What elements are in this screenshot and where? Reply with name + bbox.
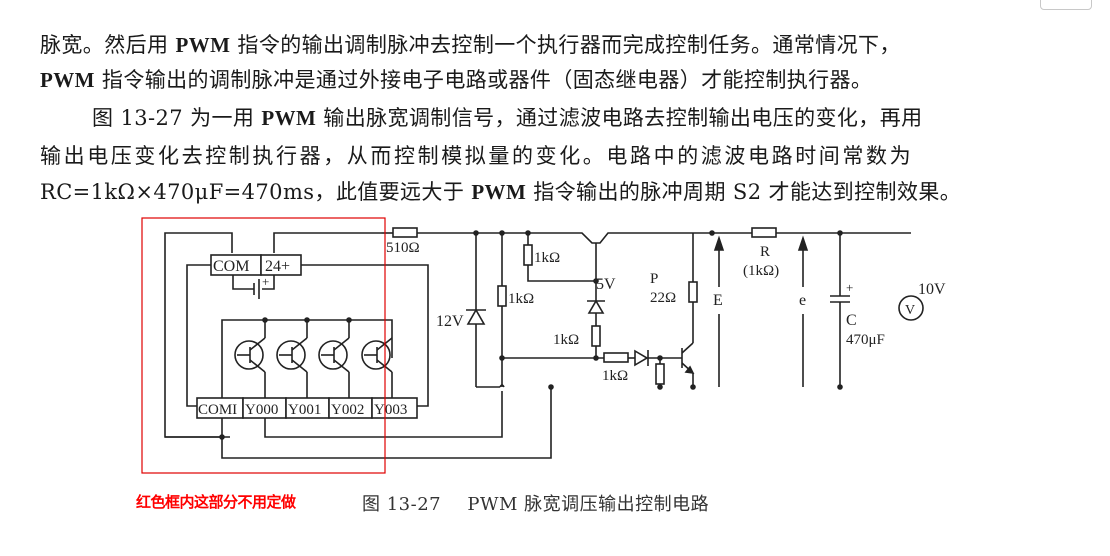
highlight-frame	[141, 217, 386, 474]
resistor-icon	[655, 363, 665, 385]
terminal-24plus-label: 24+	[265, 258, 290, 275]
diode-icon	[634, 349, 649, 367]
plc-section: COM 24+ + COMI Y000	[164, 232, 552, 459]
zener-5v-icon	[587, 299, 605, 314]
voltmeter-value: 10V	[918, 281, 946, 298]
zener-12v-label: 12V	[436, 313, 464, 330]
battery-icon: +	[232, 274, 275, 299]
wire	[273, 232, 381, 253]
paragraph-line-5: RC=1kΩ×470μF=470ms，此值要远大于 PWM 指令输出的脉冲周期 …	[40, 180, 962, 204]
terminal-y001-label: Y001	[288, 402, 321, 418]
transistor-icon	[361, 337, 393, 398]
wire	[165, 387, 552, 459]
resistor-510-icon	[392, 227, 418, 238]
e-label: E	[713, 292, 723, 309]
transistor-icon	[234, 317, 268, 398]
terminal-com-label: COM	[213, 258, 249, 275]
r-base-label: 1kΩ	[602, 368, 628, 384]
cap-label: C	[846, 312, 857, 329]
paragraph-line-3: 图 13-27 为一用 PWM 输出脉宽调制信号，通过滤波电路去控制输出电压的变…	[92, 106, 923, 130]
zener-5v-label: 5V	[596, 276, 616, 293]
voltage-e-small-arrow-icon	[797, 235, 809, 387]
svg-text:+: +	[262, 274, 269, 289]
resistor-icon	[591, 325, 601, 347]
paragraph-line-1: 脉宽。然后用 PWM 指令的输出调制脉冲去控制一个执行器而完成控制任务。通常情况…	[40, 33, 901, 57]
resistor-p-icon	[688, 281, 698, 303]
voltmeter-icon	[898, 295, 924, 321]
paragraph-line-2: PWM 指令输出的调制脉冲是通过外接电子电路或器件（固态继电器）才能控制执行器。	[40, 68, 873, 92]
r-filter-value: (1kΩ)	[743, 263, 779, 279]
r-divider-label: 1kΩ	[508, 291, 534, 307]
figure-caption: 图 13-27 PWM 脉宽调压输出控制电路	[362, 490, 709, 516]
resistor-icon	[523, 244, 533, 266]
resistor-icon	[497, 285, 507, 307]
figure-title: PWM 脉宽调压输出控制电路	[467, 494, 710, 515]
red-frame-note: 红色框内这部分不用定做	[136, 493, 296, 511]
window-corner-frame	[1040, 0, 1092, 10]
terminal-y002-label: Y002	[331, 402, 364, 418]
e-small-label: e	[799, 292, 806, 309]
wire	[186, 264, 211, 407]
terminal-y003-label: Y003	[374, 402, 407, 418]
cap-polarity: +	[846, 280, 853, 295]
p-label: P	[650, 271, 658, 287]
npn-transistor-icon	[681, 342, 695, 375]
transistor-icon	[276, 317, 310, 398]
r-5v-lower-label: 1kΩ	[553, 332, 579, 348]
p-value-label: 22Ω	[650, 290, 676, 306]
voltmeter-symbol: V	[905, 303, 915, 318]
voltage-e-arrow-icon	[713, 235, 725, 387]
r-filter-label: R	[760, 244, 770, 260]
r510-label: 510Ω	[386, 240, 420, 256]
plc-output-terminals: COMI Y000 Y001 Y002 Y003	[196, 397, 418, 419]
terminal-comi-label: COMI	[198, 402, 237, 418]
transistor-icon	[318, 317, 352, 398]
r-top-label: 1kΩ	[534, 250, 560, 266]
wire	[301, 264, 429, 407]
cap-value: 470μF	[846, 332, 885, 348]
resistor-r-icon	[751, 227, 777, 238]
paragraph-line-4: 输出电压变化去控制执行器，从而控制模拟量的变化。电路中的滤波电路时间常数为	[40, 144, 914, 168]
terminal-y000-label: Y000	[245, 402, 278, 418]
figure-number: 图 13-27	[362, 494, 442, 515]
capacitor-icon	[830, 295, 850, 303]
plc-transistors	[234, 317, 393, 398]
driver-section: 510Ω 12V 1kΩ 1kΩ 5V 1kΩ 1kΩ	[381, 227, 946, 390]
wire	[264, 391, 503, 438]
zener-12v-icon	[466, 308, 486, 325]
resistor-icon	[603, 352, 629, 363]
